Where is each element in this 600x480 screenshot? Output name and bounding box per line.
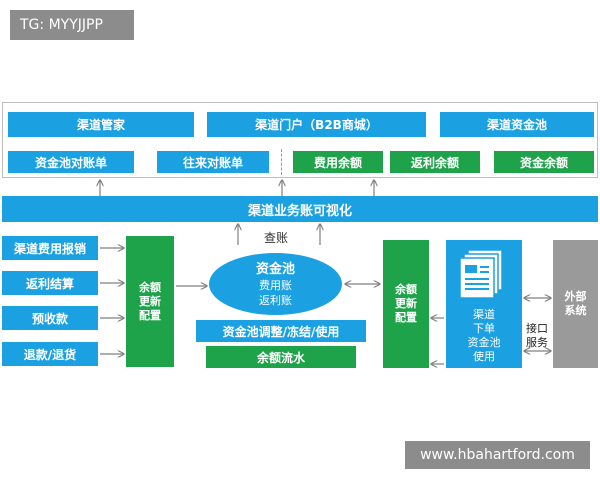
visualization-bar: 渠道业务账可视化 (2, 196, 598, 222)
fund-pool-ellipse: 资金池 费用账 返利账 (209, 253, 342, 315)
balance-update-right-box: 余额 更新 配置 (383, 240, 429, 368)
left-item-refund-return: 退款/退货 (2, 342, 98, 366)
interface-service-label: 接口 服务 (523, 322, 551, 350)
watermark-bottom-right: www.hbahartford.com (405, 441, 590, 469)
expense-balance-box: 费用余额 (293, 151, 383, 173)
fund-pool-line1: 费用账 (259, 278, 292, 292)
fund-balance-box: 资金余额 (494, 151, 594, 173)
document-icon (459, 249, 503, 299)
dashed-separator (281, 149, 282, 175)
query-label: 查账 (263, 230, 288, 245)
fund-pool-title: 资金池 (255, 261, 295, 277)
channel-manager-box: 渠道管家 (8, 112, 194, 137)
watermark-top-left: TG: MYYJJPP (10, 10, 134, 40)
left-item-rebate-settlement: 返利结算 (2, 271, 98, 295)
channel-portal-box: 渠道门户（B2B商城） (207, 112, 426, 137)
interface-service-line1: 接口 (526, 322, 548, 335)
current-account-statement-box: 往来对账单 (157, 151, 269, 173)
balance-update-right-line2: 更新 (395, 297, 417, 310)
external-system-line1: 外部 (564, 290, 587, 303)
balance-update-left-box: 余额 更新 配置 (126, 236, 174, 367)
channel-usage-text: 渠道 下单 资金池 使用 (446, 308, 522, 364)
channel-usage-box: 渠道 下单 资金池 使用 (446, 240, 522, 368)
channel-usage-line2: 下单 (473, 322, 495, 335)
channel-usage-line4: 使用 (473, 350, 495, 363)
channel-usage-line1: 渠道 (473, 308, 495, 321)
top-container (2, 102, 598, 178)
pool-reconciliation-box: 资金池对账单 (8, 151, 134, 173)
channel-usage-line3: 资金池 (467, 336, 501, 349)
balance-update-right-line3: 配置 (395, 311, 417, 324)
pool-ops-bar: 资金池调整/冻结/使用 (196, 320, 366, 342)
balance-update-right-line1: 余额 (395, 283, 417, 296)
left-item-advance-receipt: 预收款 (2, 306, 98, 330)
interface-service-line2: 服务 (526, 336, 548, 349)
balance-update-left-line3: 配置 (139, 308, 161, 322)
balance-update-left-line1: 余额 (139, 280, 161, 294)
external-system-box: 外部 系统 (553, 240, 598, 368)
balance-update-left-line2: 更新 (139, 294, 161, 308)
external-system-line2: 系统 (564, 304, 587, 317)
fund-pool-line2: 返利账 (259, 293, 292, 307)
left-item-expense-reimbursement: 渠道费用报销 (2, 236, 98, 260)
balance-flow-bar: 余额流水 (206, 346, 356, 368)
channel-fund-pool-box: 渠道资金池 (440, 112, 594, 137)
rebate-balance-box: 返利余额 (390, 151, 480, 173)
